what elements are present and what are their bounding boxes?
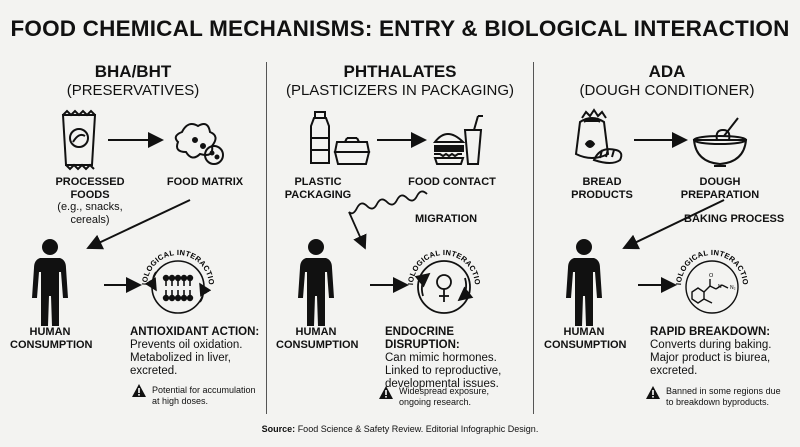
source-footer: Source: Food Science & Safety Review. Ed…	[0, 424, 800, 434]
flow-arrow	[622, 199, 725, 250]
target-label: FOOD MATRIX	[166, 176, 244, 188]
food-matrix-icon	[174, 123, 224, 165]
cell-membrane-icon	[144, 260, 212, 314]
column-diagram: BIOLOGICAL INTERACTION	[0, 53, 224, 397]
plastic-bottle-icon	[310, 111, 330, 164]
warning-note: Banned in some regions due to breakdown …	[666, 386, 781, 407]
warning-icon	[646, 386, 660, 399]
fast-food-icon	[432, 115, 483, 165]
bio-interaction-label: BIOLOGICAL INTERACTION	[264, 53, 482, 285]
process-label: BAKING PROCESS	[684, 213, 785, 225]
source-prefix: Source:	[261, 424, 296, 434]
source-text: Food Science & Safety Review. Editorial …	[297, 424, 539, 434]
bio-interaction-label: BIOLOGICAL INTERACTION	[531, 53, 750, 285]
column-bha-bht: BHA/BHT (PRESERVATIVES)	[0, 53, 266, 415]
bio-interaction-label: BIOLOGICAL INTERACTION	[0, 53, 216, 285]
human-silhouette-icon	[32, 239, 68, 326]
human-silhouette-icon	[298, 239, 334, 326]
column-subheading: (DOUGH CONDITIONER)	[579, 82, 755, 99]
source-label: BREAD PRODUCTS	[571, 176, 633, 201]
human-silhouette-icon	[566, 239, 602, 326]
effect-text: RAPID BREAKDOWN: Converts during baking.…	[650, 326, 772, 377]
consumption-label: HUMAN CONSUMPTION	[544, 326, 627, 351]
flour-sack-bread-icon	[574, 108, 623, 164]
column-divider	[266, 62, 267, 414]
column-diagram: BIOLOGICAL INTERACTION	[264, 53, 483, 399]
process-label: MIGRATION	[415, 213, 478, 225]
molecule-nitrogen-label: N	[718, 284, 722, 290]
warning-note: Potential for accumulation at high doses…	[152, 385, 256, 406]
effect-text: ENDOCRINE DISRUPTION: Can mimic hormones…	[385, 326, 502, 390]
column-heading: BHA/BHT	[94, 62, 172, 81]
snack-bag-icon	[61, 109, 97, 171]
source-label: PLASTIC PACKAGING	[284, 176, 352, 201]
molecule-oxygen-label: O	[709, 273, 714, 279]
target-label: FOOD CONTACT	[408, 176, 496, 188]
molecule-structure-icon	[685, 260, 739, 314]
page-title: FOOD CHEMICAL MECHANISMS: ENTRY & BIOLOG…	[10, 16, 790, 41]
effect-text: ANTIOXIDANT ACTION: Prevents oil oxidati…	[130, 326, 260, 377]
migration-arrow	[348, 190, 428, 250]
consumption-label: HUMAN CONSUMPTION	[10, 326, 93, 351]
source-label: PROCESSED FOODS (e.g., snacks, cereals)	[55, 176, 125, 226]
food-container-icon	[333, 137, 371, 165]
column-diagram: O N N₂ BIOLOGICAL INTERACTION	[531, 53, 750, 399]
hormone-symbol-icon	[414, 260, 474, 314]
column-subheading: (PRESERVATIVES)	[66, 82, 200, 99]
warning-note: Widespread exposure, ongoing research.	[399, 386, 490, 407]
warning-icon	[132, 384, 146, 397]
column-ada: ADA (DOUGH CONDITIONER)	[531, 53, 800, 415]
column-phthalates: PHTHALATES (PLASTICIZERS IN PACKAGING)	[264, 53, 533, 415]
column-heading: PHTHALATES	[343, 62, 457, 81]
column-divider	[533, 62, 534, 414]
consumption-label: HUMAN CONSUMPTION	[276, 326, 359, 351]
column-heading: ADA	[648, 62, 686, 81]
molecule-nitrogen-label: N₂	[730, 285, 736, 291]
mixing-bowl-icon	[692, 117, 748, 167]
warning-icon	[379, 386, 393, 399]
target-label: DOUGH PREPARATION	[680, 176, 760, 201]
flow-arrow	[86, 199, 191, 250]
column-subheading: (PLASTICIZERS IN PACKAGING)	[285, 82, 515, 99]
